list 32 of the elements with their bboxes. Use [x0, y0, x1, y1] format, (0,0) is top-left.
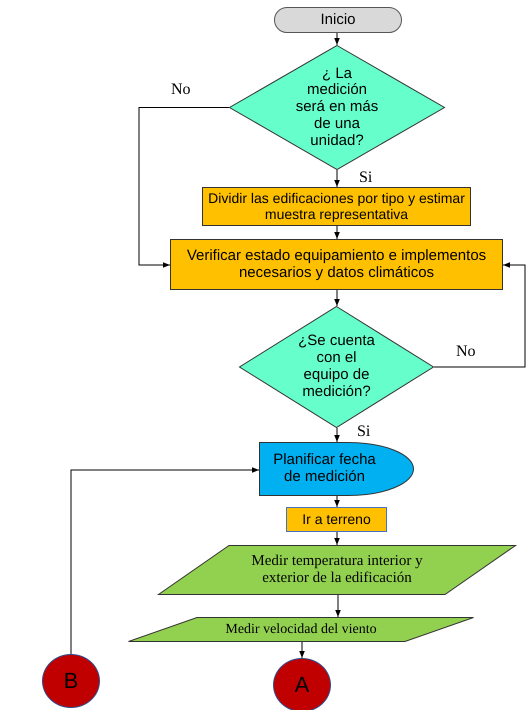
arrow — [434, 262, 526, 368]
arrow — [299, 642, 305, 658]
node-text: Medir temperatura interior y exterior de la edificación — [250, 553, 424, 587]
process-box — [286, 507, 387, 532]
connector-circle — [273, 658, 331, 710]
process-box — [202, 187, 471, 226]
arrow — [334, 226, 340, 240]
arrow — [334, 32, 340, 46]
arrow — [334, 532, 340, 546]
node-text: Dividir las edificaciones por tipo y estimar muestra representativa — [207, 190, 466, 222]
node-text: Inicio — [320, 12, 356, 28]
data-parallelogram — [158, 545, 516, 595]
node-text: ¿Se cuenta con el equipo de medición? — [297, 333, 376, 401]
arrow — [334, 496, 340, 508]
decision-diamond — [229, 45, 445, 170]
start-terminal — [274, 7, 402, 33]
arrow — [70, 467, 260, 654]
process-box — [170, 239, 503, 290]
node-text: Medir velocidad del viento — [225, 622, 377, 638]
arrow — [334, 170, 340, 188]
node-text: Planificar fecha de medición — [272, 452, 377, 486]
node-text: Ir a terreno — [302, 512, 371, 528]
node-text: Verificar estado equipamiento e implementos necesarios y datos climáticos — [186, 248, 488, 282]
delay-shape — [259, 442, 414, 496]
node-text: B — [64, 668, 78, 694]
data-parallelogram — [128, 617, 474, 642]
arrow — [138, 107, 230, 268]
node-text: ¿ La medición será en más de una unidad? — [294, 66, 380, 150]
node-text: A — [294, 672, 310, 698]
arrow — [334, 428, 340, 442]
arrow — [334, 290, 340, 306]
arrow — [335, 594, 341, 618]
